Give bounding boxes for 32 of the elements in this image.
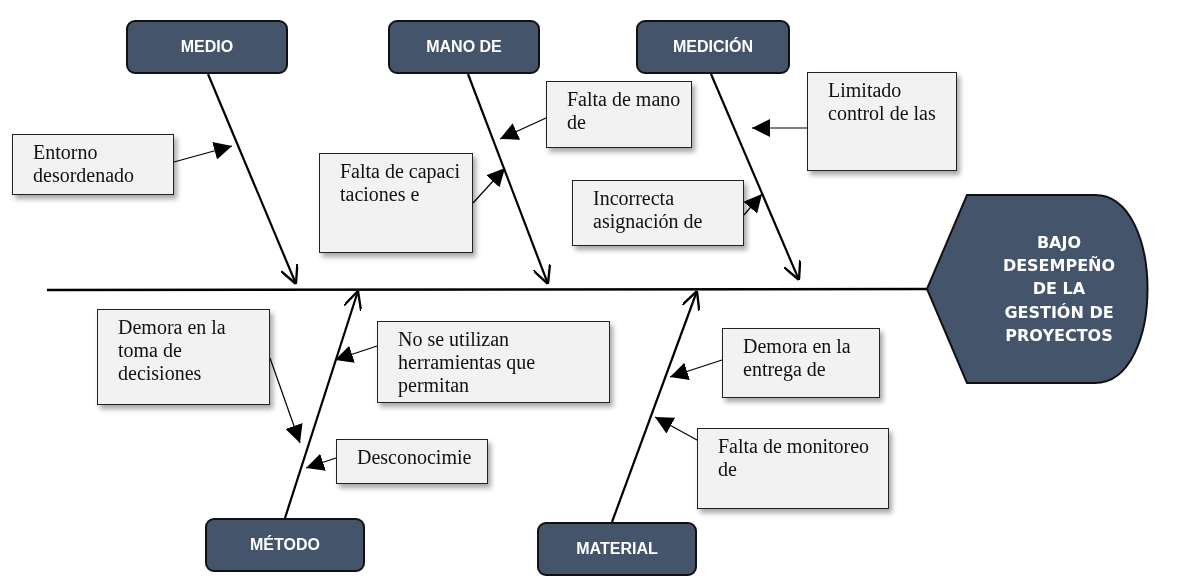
cause-box: Incorrecta asignación de: [572, 180, 744, 246]
arrow: [472, 167, 506, 204]
bone-arrow: [207, 73, 299, 286]
cause-box: Entorno desordenado: [12, 134, 174, 195]
category-box: MEDIO: [126, 20, 288, 74]
arrow: [751, 119, 808, 137]
cause-box: Desconocimie: [336, 439, 488, 484]
arrow: [743, 193, 763, 216]
spine-line: [47, 287, 927, 292]
effect-text: BAJO DESEMPEÑO DE LA GESTIÓN DE PROYECTOS: [1001, 232, 1117, 347]
arrow: [669, 359, 723, 380]
cause-box: Falta de mano de: [546, 81, 692, 148]
arrow: [499, 117, 547, 140]
cause-box: No se utilizan herramientas que permitan: [377, 321, 610, 403]
category-box: MEDICIÓN: [636, 20, 790, 74]
bone-arrow: [283, 289, 363, 519]
cause-box: Falta de monitoreo de: [697, 428, 889, 509]
category-box: MANO DE: [388, 20, 540, 74]
arrow: [334, 345, 378, 363]
arrow: [173, 142, 233, 163]
bone-arrow: [610, 289, 701, 523]
bone-arrow: [710, 73, 802, 282]
arrow: [269, 357, 303, 444]
cause-box: Demora en la entrega de: [722, 328, 880, 398]
category-box: MATERIAL: [537, 522, 697, 576]
arrow: [654, 416, 698, 441]
category-box: MÉTODO: [205, 518, 365, 572]
cause-box: Limitado control de las: [807, 72, 957, 171]
arrow: [305, 453, 337, 471]
cause-box: Falta de capacitaciones e: [319, 153, 473, 253]
cause-box: Demora en la toma de decisiones: [97, 309, 270, 405]
bone-arrow: [466, 73, 552, 286]
